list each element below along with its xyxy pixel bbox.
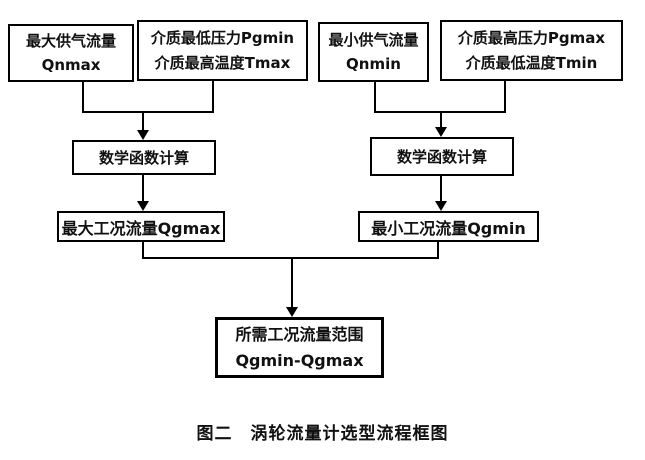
arrow-down-icon [137, 201, 149, 211]
connector-bottom-merge [142, 257, 439, 259]
figure-caption: 图二 涡轮流量计选型流程框图 [196, 424, 449, 444]
connector-mathr-to-qgmin [440, 175, 442, 202]
node-label: 介质最低压力Pgmin [150, 28, 295, 47]
node-math-function-calc-right: 数学函数计算 [370, 137, 514, 176]
connector-pgmax-drop [504, 80, 506, 113]
node-label: 介质最高压力Pgmax [457, 28, 606, 47]
arrow-down-icon [435, 201, 447, 211]
node-min-operating-flow: 最小工况流量Qgmin [358, 211, 539, 242]
connector-right-merge [374, 111, 506, 113]
connector-qgmin-drop [437, 241, 439, 259]
node-label: 介质最高温度Tmax [154, 53, 291, 72]
node-max-supply-flow: 最大供气流量 Qnmax [8, 24, 134, 82]
node-label: 数学函数计算 [98, 149, 189, 167]
node-max-operating-flow: 最大工况流量Qgmax [57, 211, 225, 242]
node-max-pressure-min-temp: 介质最高压力Pgmax 介质最低温度Tmin [440, 20, 623, 81]
connector-left-merge-to-math [142, 113, 144, 131]
node-label: 所需工况流量范围 [235, 324, 364, 344]
node-label: 最大供气流量 [25, 32, 116, 50]
arrow-down-icon [137, 130, 149, 140]
connector-qgmax-drop [142, 241, 144, 259]
node-label: 最小工况流量Qgmin [371, 218, 526, 238]
node-min-pressure-max-temp: 介质最低压力Pgmin 介质最高温度Tmax [137, 20, 308, 81]
arrow-down-icon [286, 307, 298, 317]
node-label: Qgmin-Qgmax [235, 350, 364, 370]
node-min-supply-flow: 最小供气流量 Qnmin [318, 22, 429, 82]
node-label: 最大工况流量Qgmax [61, 218, 221, 238]
connector-mathl-to-qgmax [142, 174, 144, 202]
node-required-flow-range: 所需工况流量范围 Qgmin-Qgmax [215, 317, 384, 378]
node-label: 数学函数计算 [396, 148, 487, 166]
node-label: 介质最低温度Tmin [465, 53, 598, 72]
connector-qnmin-drop [374, 81, 376, 113]
connector-left-merge [82, 111, 214, 113]
node-label: Qnmax [41, 56, 101, 74]
node-label: Qnmin [346, 55, 401, 73]
node-label: 最小供气流量 [328, 31, 419, 49]
connector-merge-to-result [291, 259, 293, 309]
connector-pgmin-drop [212, 80, 214, 113]
connector-qnmax-drop [82, 81, 84, 113]
node-math-function-calc-left: 数学函数计算 [72, 140, 216, 175]
arrow-down-icon [435, 127, 447, 137]
connector-right-merge-to-math [440, 113, 442, 129]
